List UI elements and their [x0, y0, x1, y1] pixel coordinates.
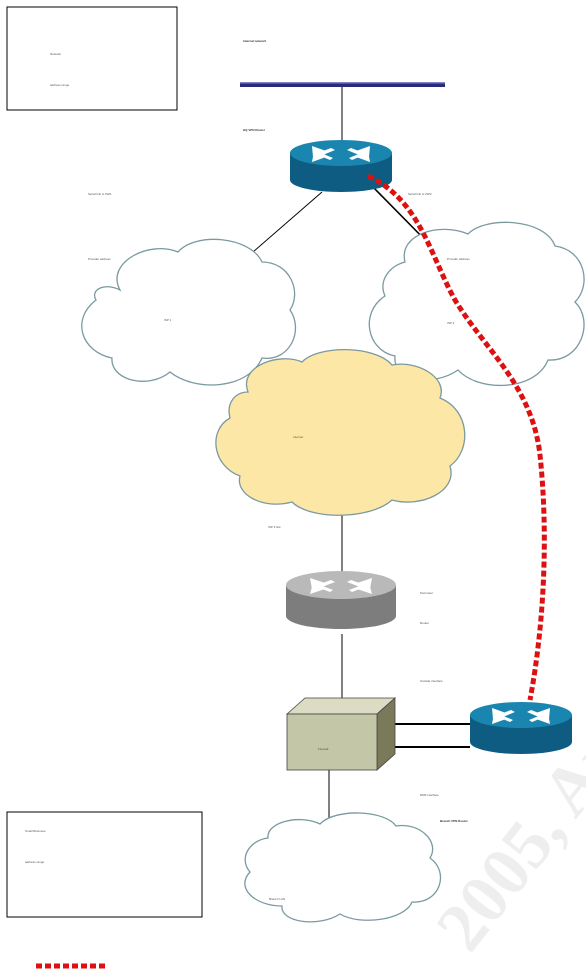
isp1-addr-label: Provider address [88, 257, 111, 261]
router-arrows-icon [312, 146, 370, 162]
perimeter-router-line2: Router [420, 621, 429, 625]
legend-bottom-line2: address range [25, 860, 45, 864]
internet-name: Internet [293, 435, 303, 439]
legend-bottom: Small Business address range [6, 811, 203, 918]
isp2-link-label: Serial link to ISP2 [408, 192, 432, 196]
backbone-label: Internal network [243, 39, 267, 43]
isp2-name: ISP 2 [447, 321, 455, 325]
legend-top: Network address range [6, 6, 178, 111]
backbone-segment: Internal network [240, 39, 445, 87]
isp1-cloud: Provider address ISP 1 [81, 238, 297, 386]
perimeter-router: Perimeter Router [286, 571, 433, 629]
internet-cloud: Internet [215, 348, 466, 516]
fw-dmz-label: DMZ interface [420, 793, 439, 797]
isp-link-label: ISP 3 link [268, 525, 281, 529]
hq-router-label: HQ VPN Router [243, 128, 266, 132]
isp2-addr-label: Provider address [447, 257, 470, 261]
hq-router: HQ VPN Router [243, 128, 392, 192]
perimeter-router-line1: Perimeter [420, 591, 433, 595]
legend-top-line2: address range [50, 83, 70, 87]
legend-bottom-line1: Small Business [25, 829, 46, 833]
hq-to-isp1-link [252, 191, 323, 253]
firewall-name: Firewall [318, 747, 329, 751]
fw-outside-label: Outside interface [420, 679, 443, 683]
branch-router [470, 702, 572, 754]
isp2-cloud: Provider address ISP 2 [368, 221, 585, 386]
vpn-tunnel-path [366, 173, 547, 701]
branch-router-label: Branch VPN Router [440, 819, 469, 823]
branch-lan-cloud: Branch LAN [244, 812, 442, 923]
isp1-name: ISP 1 [164, 318, 172, 322]
router-arrows-icon [310, 578, 372, 594]
firewall: Firewall [285, 697, 397, 771]
router-arrows-icon [492, 708, 550, 724]
legend-top-line1: Network [50, 52, 62, 56]
isp1-link-label: Serial link to ISP1 [88, 192, 112, 196]
branch-lan-name: Branch LAN [269, 897, 285, 901]
